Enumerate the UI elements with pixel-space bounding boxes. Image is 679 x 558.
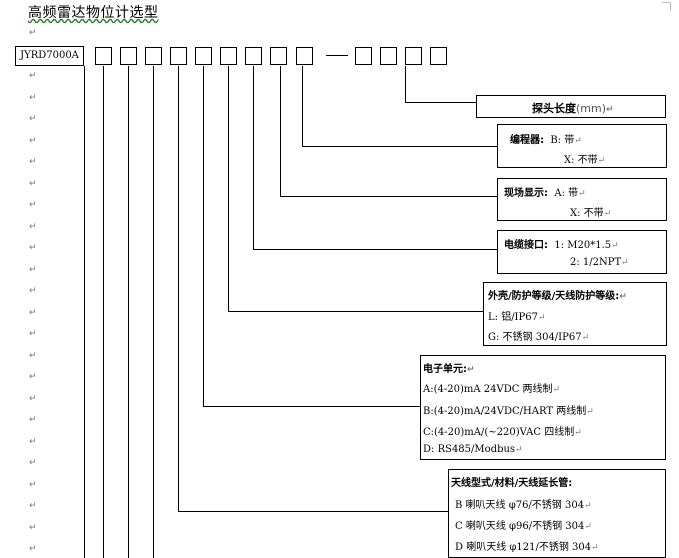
cable-option: 2: 1/2NPT bbox=[570, 257, 622, 268]
display-option: A: 带 bbox=[554, 188, 579, 199]
model-prefix: JYRD7000A bbox=[15, 46, 84, 66]
paragraph-mark: ↵ bbox=[29, 157, 37, 167]
paragraph-mark: ↵ bbox=[29, 522, 37, 533]
paragraph-mark: ↵ bbox=[29, 393, 37, 404]
paragraph-mark: ↵ bbox=[29, 264, 37, 275]
connector-encoder-h bbox=[302, 146, 497, 147]
display-box: 现场显示: A: 带↵ X: 不带↵ bbox=[497, 178, 667, 221]
paragraph-mark: ↵ bbox=[29, 178, 37, 189]
display-option: X: 不带 bbox=[570, 208, 604, 219]
connector-cell-1 bbox=[103, 66, 104, 558]
connector-housing-v bbox=[228, 66, 229, 312]
electronics-label: 电子单元: bbox=[423, 364, 467, 375]
paragraph-mark: ↵ bbox=[29, 307, 37, 318]
connector-cable-h bbox=[253, 249, 497, 250]
code-cell-4 bbox=[170, 47, 187, 65]
connector-electronics-h bbox=[203, 406, 420, 407]
antenna-box: 天线型式/材料/天线延长管: B 喇叭天线 φ76/不锈钢 304↵ C 喇叭天… bbox=[448, 469, 666, 558]
page-corner-mark bbox=[662, 2, 671, 11]
paragraph-mark: ↵ bbox=[29, 114, 37, 124]
paragraph-mark: ↵ bbox=[29, 329, 37, 339]
electronics-box: 电子单元:↵ A:(4-20)mA 24VDC 两线制↵ B:(4-20)mA/… bbox=[420, 355, 666, 460]
code-cell-10 bbox=[355, 47, 372, 65]
antenna-option: B 喇叭天线 φ76/不锈钢 304 bbox=[455, 500, 585, 511]
code-cell-9 bbox=[296, 47, 313, 65]
code-cell-11 bbox=[380, 47, 397, 65]
code-cell-3 bbox=[145, 47, 162, 65]
probe-length-box: 探头长度(mm)↵ bbox=[476, 95, 666, 118]
code-cell-6 bbox=[220, 47, 237, 65]
code-cell-1 bbox=[95, 47, 112, 65]
paragraph-mark: ↵ bbox=[29, 458, 37, 468]
code-cell-12 bbox=[405, 47, 422, 65]
display-label: 现场显示: bbox=[504, 188, 548, 199]
paragraph-mark: ↵ bbox=[29, 544, 37, 554]
code-cell-13 bbox=[430, 47, 447, 65]
encoder-option: X: 不带 bbox=[564, 155, 598, 166]
housing-option: G: 不锈钢 304/IP67 bbox=[488, 332, 582, 343]
paragraph-mark: ↵ bbox=[29, 28, 37, 38]
paragraph-mark: ↵ bbox=[29, 243, 37, 253]
electronics-option: A:(4-20)mA 24VDC 两线制 bbox=[423, 384, 553, 395]
connector-antenna-h bbox=[178, 511, 448, 512]
code-cell-5 bbox=[195, 47, 212, 65]
paragraph-mark: ↵ bbox=[29, 286, 37, 296]
connector-probe-h bbox=[405, 102, 476, 103]
cable-label: 电缆接口: bbox=[504, 240, 548, 251]
antenna-option: C 喇叭天线 φ96/不锈钢 304 bbox=[455, 521, 585, 532]
cable-option: 1: M20*1.5 bbox=[554, 240, 612, 251]
paragraph-mark: ↵ bbox=[29, 92, 37, 103]
paragraph-mark: ↵ bbox=[29, 479, 37, 490]
paragraph-mark: ↵ bbox=[29, 135, 37, 146]
paragraph-mark: ↵ bbox=[29, 415, 37, 425]
connector-display-h bbox=[280, 196, 497, 197]
connector-display-v bbox=[280, 66, 281, 197]
probe-length-label: 探头长度 bbox=[532, 102, 576, 115]
electronics-option: B:(4-20)mA/24VDC/HART 两线制 bbox=[423, 406, 587, 417]
connector-antenna-v bbox=[178, 66, 179, 512]
connector-cable-v bbox=[253, 66, 254, 250]
encoder-option: B: 带 bbox=[550, 135, 575, 146]
paragraph-mark: ↵ bbox=[29, 71, 37, 81]
housing-label: 外壳/防护等级/天线防护等级: bbox=[488, 291, 620, 302]
code-cell-7 bbox=[245, 47, 262, 65]
code-dash bbox=[326, 55, 348, 56]
margin-line bbox=[84, 66, 85, 558]
page-title: 高频雷达物位计选型 bbox=[28, 5, 159, 21]
encoder-label: 编程器: bbox=[510, 135, 544, 146]
probe-length-unit: (mm) bbox=[576, 102, 607, 115]
connector-probe-v bbox=[405, 66, 406, 102]
antenna-option: D 喇叭天线 φ121/不锈钢 304 bbox=[455, 542, 592, 553]
connector-electronics-v bbox=[203, 66, 204, 407]
cable-box: 电缆接口: 1: M20*1.5↵ 2: 1/2NPT↵ bbox=[497, 230, 667, 274]
paragraph-mark: ↵ bbox=[29, 372, 37, 382]
connector-cell-2 bbox=[128, 66, 129, 558]
housing-option: L: 铝/IP67 bbox=[488, 312, 538, 323]
electronics-option: D: RS485/Modbus bbox=[423, 444, 516, 455]
encoder-box: 编程器: B: 带↵ X: 不带↵ bbox=[497, 124, 667, 168]
connector-encoder-v bbox=[302, 66, 303, 147]
electronics-option: C:(4-20)mA/(~220)VAC 四线制 bbox=[423, 427, 575, 438]
connector-housing-h bbox=[228, 311, 483, 312]
code-cell-2 bbox=[120, 47, 137, 65]
connector-cell-3 bbox=[153, 66, 154, 558]
paragraph-mark: ↵ bbox=[29, 436, 37, 447]
paragraph-mark: ↵ bbox=[29, 221, 37, 232]
housing-box: 外壳/防护等级/天线防护等级:↵ L: 铝/IP67↵ G: 不锈钢 304/I… bbox=[483, 282, 667, 346]
code-cell-8 bbox=[270, 47, 287, 65]
paragraph-mark: ↵ bbox=[29, 200, 37, 210]
antenna-label: 天线型式/材料/天线延长管: bbox=[451, 478, 573, 489]
paragraph-mark: ↵ bbox=[29, 501, 37, 511]
paragraph-mark: ↵ bbox=[29, 350, 37, 361]
